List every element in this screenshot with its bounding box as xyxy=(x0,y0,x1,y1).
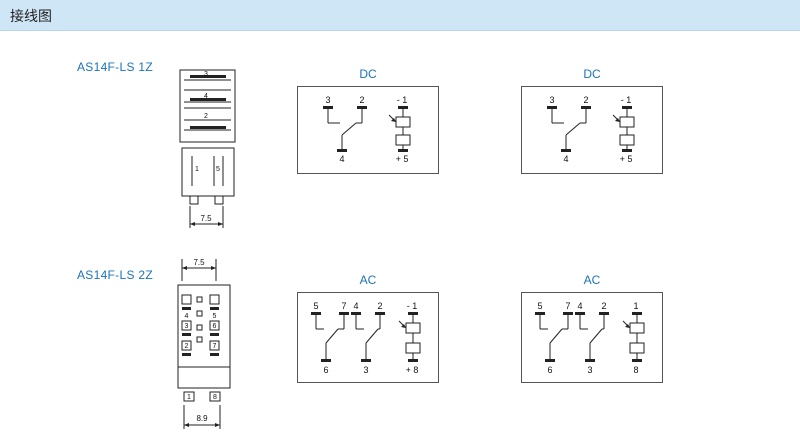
wiring-diagram-1z: 3 2 - 1 4 + 5 xyxy=(547,95,635,164)
relay-pin-label: 8 xyxy=(213,394,217,401)
relay-pin-label: 2 xyxy=(204,113,208,120)
relay-pin-label: 3 xyxy=(204,71,208,78)
terminal-label: 3 xyxy=(325,95,330,105)
terminal-label: 7 xyxy=(341,301,346,311)
terminal-label: - 1 xyxy=(397,95,408,105)
terminal-label: 3 xyxy=(587,365,592,375)
wiring-diagram-2z: 5 7 4 2 - 1 6 3 + 8 xyxy=(311,301,421,375)
terminal-label: 6 xyxy=(547,365,552,375)
relay-pin-label: 6 xyxy=(213,323,217,330)
terminal-label: 4 xyxy=(563,154,568,164)
wiring-diagram-2z: 5 7 4 2 1 6 3 8 xyxy=(535,301,645,375)
wiring-diagram-1z: 3 2 - 1 4 + 5 xyxy=(323,95,411,164)
terminal-label: 1 xyxy=(633,301,638,311)
relay-pin-label: 1 xyxy=(187,394,191,401)
terminal-label: 5 xyxy=(537,301,542,311)
terminal-label: 2 xyxy=(377,301,382,311)
panel-title: AC xyxy=(359,273,377,287)
relay-pin-label: 4 xyxy=(185,313,189,320)
model-label-1z: AS14F-LS 1Z xyxy=(77,60,153,74)
terminal-label: 2 xyxy=(583,95,588,105)
model-label-2z: AS14F-LS 2Z xyxy=(77,268,153,282)
wiring-panel-ac-1: 5 7 4 2 - 1 6 3 + 8 xyxy=(297,292,439,383)
panel-title: DC xyxy=(583,67,601,81)
terminal-label: 5 xyxy=(313,301,318,311)
relay-drawing-2z: 7.5 4 5 3 6 2 7 1 8 8.9 xyxy=(177,258,231,429)
terminal-label: + 5 xyxy=(396,154,409,164)
relay-pin-label: 2 xyxy=(185,343,189,350)
terminal-label: - 1 xyxy=(621,95,632,105)
panel-title: DC xyxy=(359,67,377,81)
dimension-label: 8.9 xyxy=(196,414,208,423)
section-header: 接线图 xyxy=(0,0,800,31)
relay-drawing-1z: 3 4 2 1 5 7.5 xyxy=(179,69,236,228)
wiring-panel-ac-2: 5 7 4 2 1 6 3 8 xyxy=(521,292,663,383)
terminal-label: 7 xyxy=(565,301,570,311)
terminal-label: - 1 xyxy=(407,301,418,311)
wiring-panel-dc-2: 3 2 - 1 4 + 5 xyxy=(521,86,663,174)
dimension-label: 7.5 xyxy=(200,214,212,223)
terminal-label: 4 xyxy=(339,154,344,164)
relay-pin-label: 7 xyxy=(213,343,217,350)
terminal-label: + 5 xyxy=(620,154,633,164)
terminal-label: + 8 xyxy=(406,365,419,375)
panel-title: AC xyxy=(583,273,601,287)
relay-pin-label: 5 xyxy=(213,313,217,320)
terminal-label: 2 xyxy=(359,95,364,105)
relay-pin-label: 3 xyxy=(185,323,189,330)
terminal-label: 8 xyxy=(633,365,638,375)
relay-pin-label: 1 xyxy=(195,166,199,173)
terminal-label: 6 xyxy=(323,365,328,375)
terminal-label: 3 xyxy=(363,365,368,375)
terminal-label: 4 xyxy=(577,301,582,311)
terminal-label: 3 xyxy=(549,95,554,105)
terminal-label: 2 xyxy=(601,301,606,311)
relay-pin-label: 5 xyxy=(216,166,220,173)
header-title: 接线图 xyxy=(10,9,52,25)
dimension-label: 7.5 xyxy=(193,258,205,267)
terminal-label: 4 xyxy=(353,301,358,311)
relay-pin-label: 4 xyxy=(204,93,208,100)
wiring-panel-dc-1: 3 2 - 1 4 + 5 xyxy=(297,86,439,174)
